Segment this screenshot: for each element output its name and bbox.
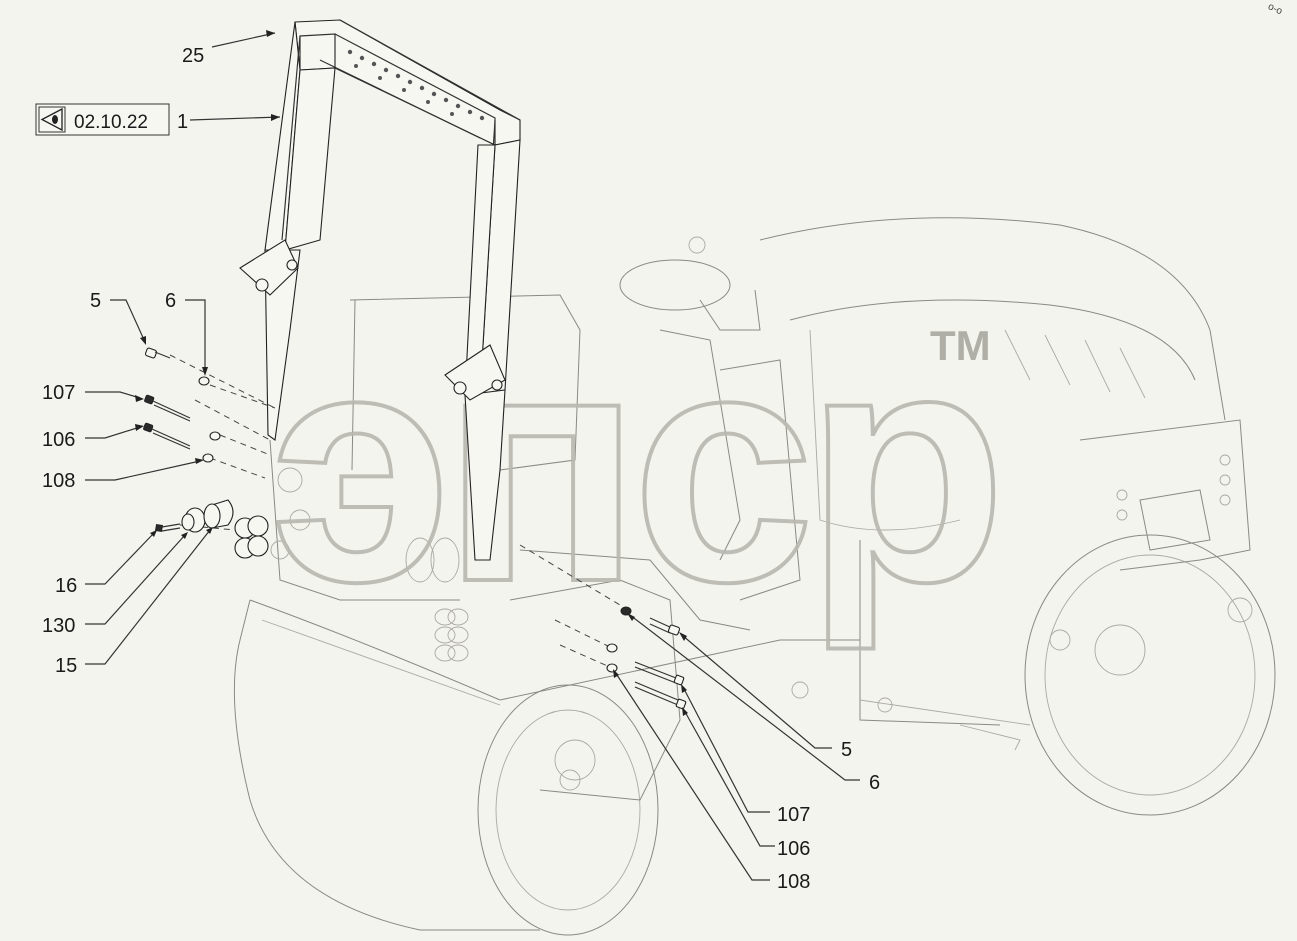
leader-lines <box>85 30 860 881</box>
reference-view-box[interactable]: 02.10.22 <box>35 103 170 136</box>
rubber-mount-15 <box>203 499 234 529</box>
roller-machine-outline <box>233 217 1276 936</box>
washer-108-right <box>606 663 618 673</box>
callout-5-left: 5 <box>90 290 101 312</box>
washer-106-right <box>606 643 618 653</box>
washer-108-left <box>202 453 214 463</box>
callout-108-left: 108 <box>42 470 75 492</box>
callout-15: 15 <box>55 655 77 677</box>
rubber-mount-stack <box>234 515 269 559</box>
washer-106-left <box>209 431 221 441</box>
callout-6-right: 6 <box>869 772 880 794</box>
bushing-130 <box>181 507 206 533</box>
callout-106-left: 106 <box>42 429 75 451</box>
washer-6-left <box>198 376 210 386</box>
callout-5-right: 5 <box>841 739 852 761</box>
bolt-106-right <box>634 681 687 710</box>
left-fasteners <box>143 347 269 559</box>
callout-6-left: 6 <box>165 290 176 312</box>
bolt-107-left <box>144 394 191 422</box>
rops-frame <box>239 19 521 561</box>
bolt-5-left <box>144 347 171 359</box>
bolt-5-right <box>649 617 681 636</box>
frame-rubber-buffers <box>434 608 469 662</box>
callout-130: 130 <box>42 615 75 637</box>
reference-code: 02.10.22 <box>74 112 148 133</box>
callout-107-right: 107 <box>777 804 810 826</box>
callout-25: 25 <box>182 45 204 67</box>
bolt-106-left <box>143 422 191 450</box>
callout-labels: 25 1 5 6 107 106 108 16 130 15 5 6 107 1… <box>42 45 880 893</box>
callout-106-right: 106 <box>777 838 810 860</box>
beam-holes <box>347 49 485 121</box>
corner-mark: o-o <box>1266 1 1284 17</box>
callout-107-left: 107 <box>42 382 75 404</box>
callout-108-right: 108 <box>777 871 810 893</box>
bolt-16 <box>154 523 181 533</box>
callout-16: 16 <box>55 575 77 597</box>
assembly-dashed-lines <box>169 354 626 669</box>
trademark-symbol: TM <box>930 322 991 369</box>
watermark-logo: эпср TM <box>268 279 1009 654</box>
eye-view-icon <box>38 106 66 133</box>
callout-1: 1 <box>177 111 188 133</box>
bolt-107-right <box>634 661 685 686</box>
watermark-logo-text: эпср <box>270 281 997 652</box>
washer-6-right <box>620 606 632 616</box>
right-fasteners <box>606 606 687 710</box>
